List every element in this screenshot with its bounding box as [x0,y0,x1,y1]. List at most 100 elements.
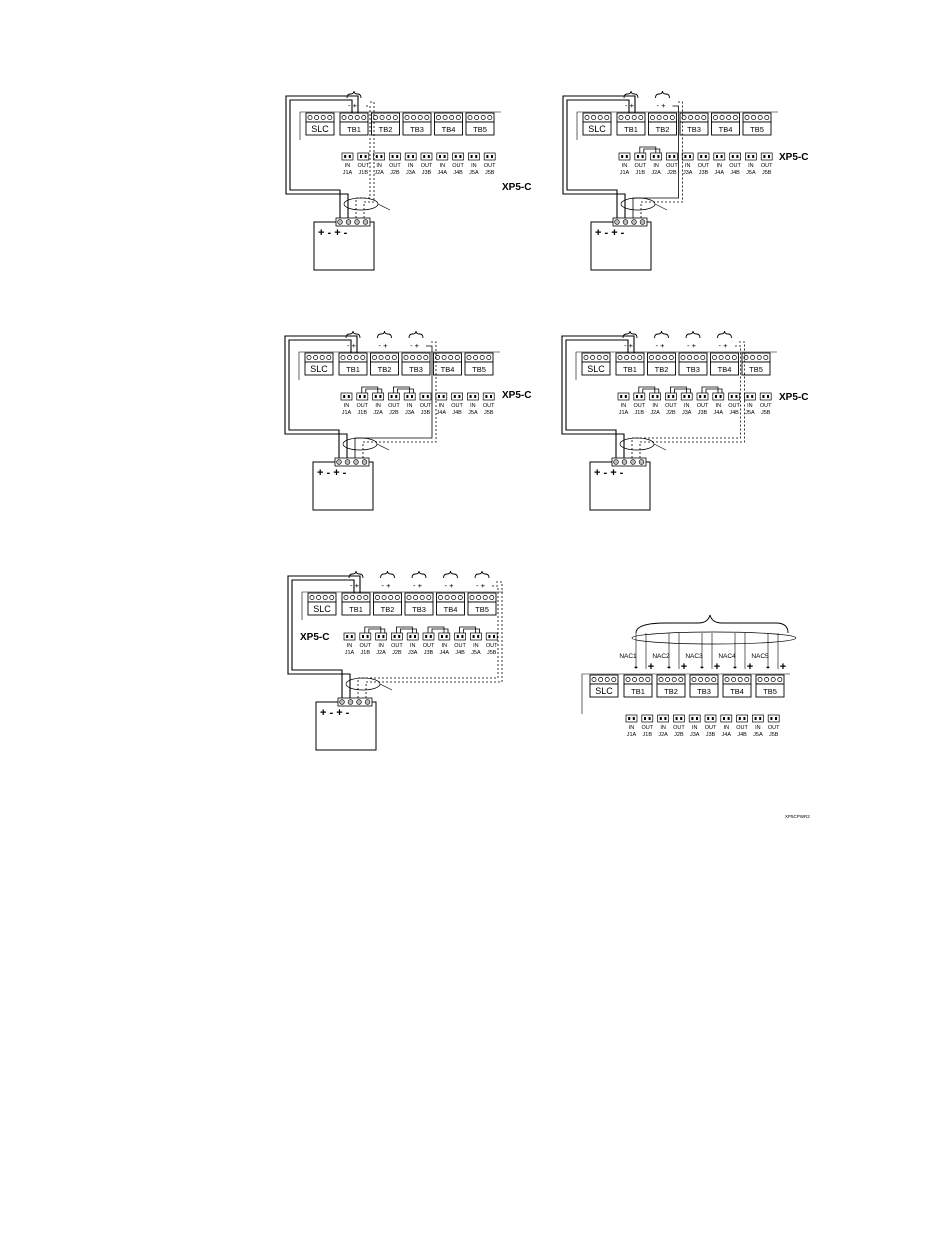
screw-terminal [757,677,763,682]
jumper-io-label: OUT [666,163,678,169]
jumper-id-label: J5A [468,410,478,416]
jumper-io-label: IN [652,403,658,409]
screw-terminal [381,595,387,600]
board-name: XP5-C [300,632,329,643]
nac-polarity: + [747,661,753,673]
jumper-header [720,714,733,723]
polarity-mark: - + [657,101,667,110]
jumper-id-label: J3A [683,170,693,176]
screw-terminal [770,677,776,682]
screw-terminal [764,115,770,120]
jumper-io-label: OUT [728,403,740,409]
terminal-block-tb3: TB3 [404,592,434,616]
jumper-pin [656,395,659,398]
cable-bundle [345,677,381,691]
brace [622,330,638,339]
jumper-pin [770,717,773,720]
jumper-id-label: J5A [753,732,763,738]
jumper-pin [472,635,475,638]
terminal-block-tb5: TB5 [742,112,772,136]
power-supply-terminal [622,219,629,225]
nac-label-2: NAC2 [652,653,670,660]
terminal-block-tb4-label: TB4 [442,125,456,134]
wire-positive [289,99,353,218]
jumper-link [463,628,481,633]
jumper-pin [469,395,472,398]
brace [408,330,424,339]
terminal-block-body [370,361,399,376]
power-supply-box [313,221,375,271]
jumper-pin [425,635,428,638]
polarity-mark: - + [719,341,729,350]
jumper-pin [458,395,461,398]
jumper-link [365,388,383,393]
jumper-pin [477,635,480,638]
jumper-io-label: IN [471,163,477,169]
jumper-link [427,626,445,633]
jumper-io-label: OUT [634,163,646,169]
jumper-id-label: J2A [374,170,384,176]
jumper-id-label: J1A [345,650,355,656]
jumper-id-label: J1A [620,170,630,176]
power-supply-terminal [631,219,637,225]
terminal-block-body [755,683,785,698]
screw-terminal [404,115,410,120]
screw-terminal [658,677,664,682]
jumper-pin [719,395,722,398]
jumper-io-label: OUT [760,403,772,409]
brace [623,90,639,99]
screw-terminal [750,355,756,360]
jumper-header [375,632,387,641]
screw-terminal [347,355,353,360]
jumper-header [454,632,466,641]
jumper-header [482,392,495,401]
polarity-mark: - + [656,341,666,350]
jumper-id-label: J3B [698,410,708,416]
jumper-header [404,152,417,161]
jumper-pin [426,395,429,398]
jumper-pin [664,717,667,720]
screw-terminal [751,115,757,120]
jumper-id-label: J1A [619,410,629,416]
screw-terminal [731,677,737,682]
jumper-id-label: J5B [487,650,497,656]
brace [345,330,361,339]
jumper-pin [736,155,739,158]
jumper-io-label: IN [622,163,628,169]
jumper-io-label: OUT [698,163,710,169]
terminal-block-tb2: TB2 [373,592,402,616]
screw-terminal [419,595,425,600]
terminal-block-body [711,121,740,136]
wire-return [357,585,499,698]
jumper-id-label: J5B [484,410,494,416]
screw-terminal [624,355,630,360]
jumper-id-label: J3A [406,170,416,176]
jumper-header [625,714,638,723]
polarity-mark: - + [625,101,635,110]
jumper-pin [375,155,378,158]
jumper-header [634,152,647,161]
jumper-link [705,388,723,393]
screw-terminal [386,115,392,120]
screw-terminal [591,677,597,682]
terminal-block-tb1: TB1 [615,352,645,376]
terminal-block-body [623,683,653,698]
jumper-io-label: IN [408,163,414,169]
jumper-pin [641,155,644,158]
jumper-id-label: J2A [376,650,386,656]
jumper-pin [673,155,676,158]
jumper-header [420,152,433,161]
jumper-io-label: IN [684,403,690,409]
screw-terminal [597,115,603,120]
screw-terminal [356,595,362,600]
wire-negative [561,335,635,458]
jumper-header [744,392,756,401]
screw-terminal [476,595,482,600]
cable-leader [376,443,390,451]
wire-negative [285,95,359,218]
screw-terminal [604,115,610,120]
screw-terminal [327,115,333,120]
